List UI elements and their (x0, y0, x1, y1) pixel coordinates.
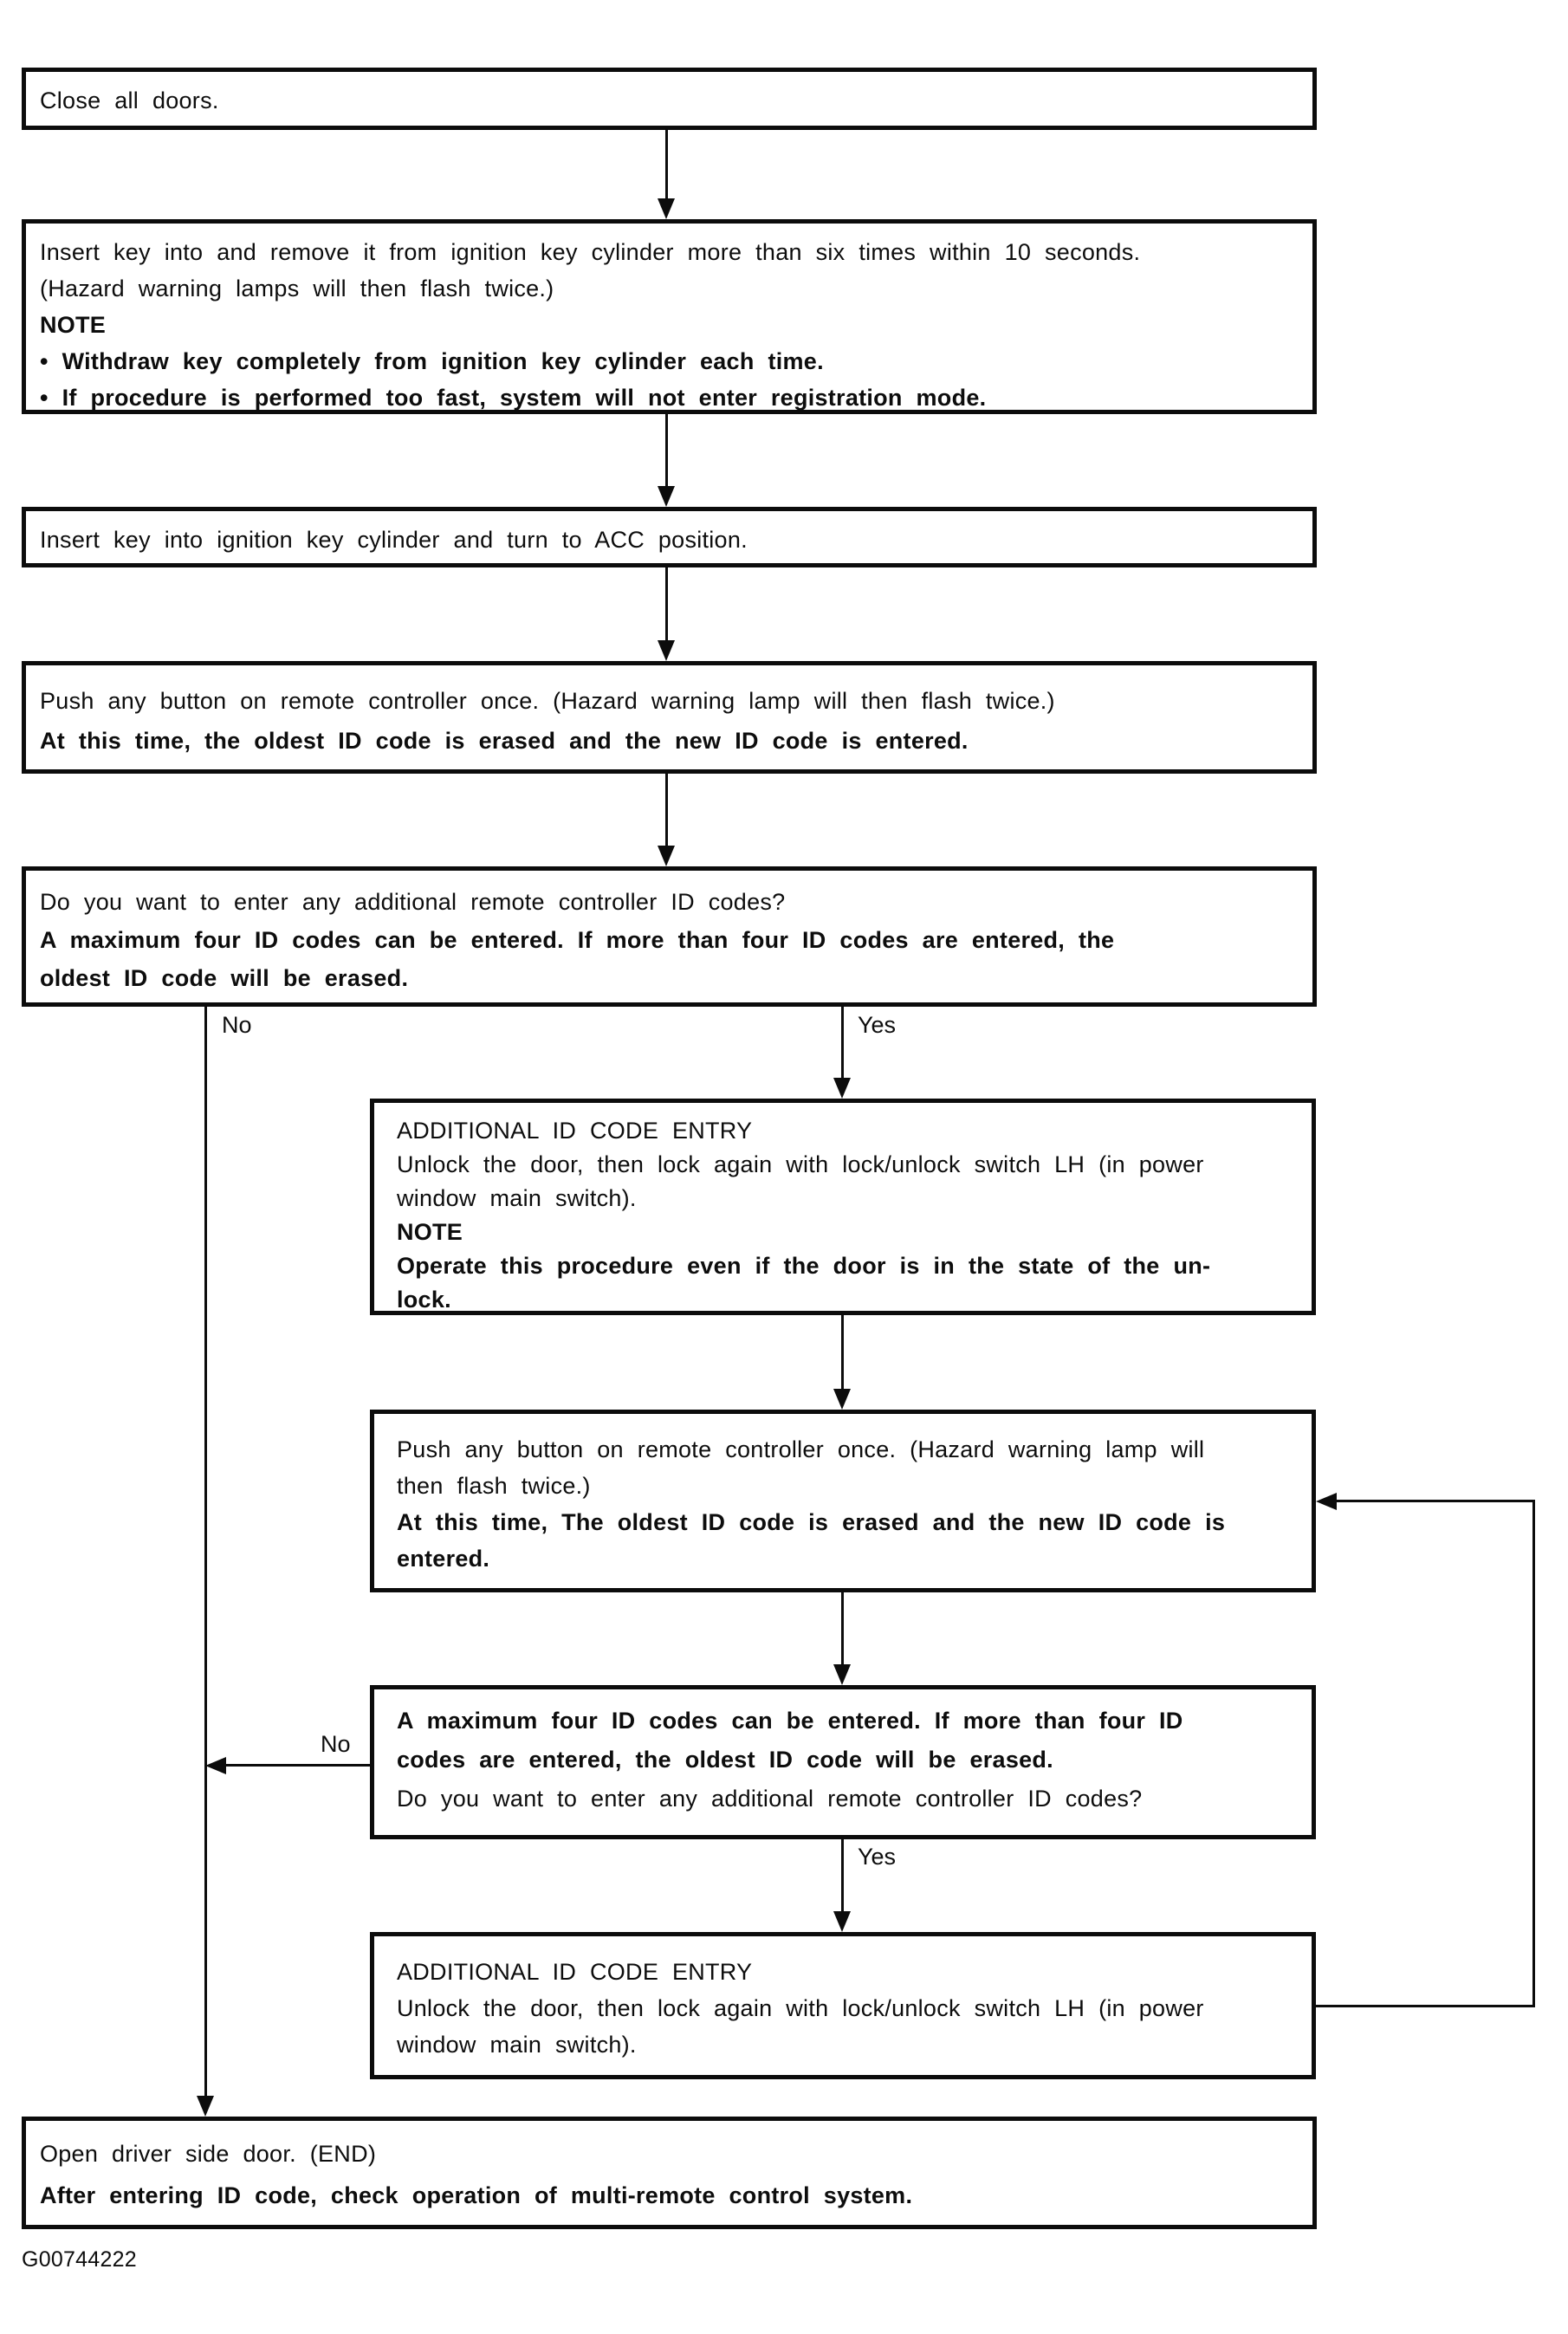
yes-branch-line (841, 1007, 844, 1079)
decision-additional-codes-loop: A maximum four ID codes can be entered. … (370, 1685, 1316, 1839)
arrow-down-icon (833, 1078, 851, 1099)
decision-question: Do you want to enter any additional remo… (40, 889, 786, 915)
step-text: Unlock the door, then lock again with lo… (397, 1995, 1204, 2021)
decision-additional-codes: Do you want to enter any additional remo… (22, 866, 1317, 1007)
arrow-left-icon (205, 1757, 226, 1774)
step-text: Open driver side door. (END) (40, 2141, 377, 2167)
branch-label-no: No (218, 1012, 256, 1039)
arrow-down-icon (197, 2096, 214, 2117)
step-text: Close all doors. (40, 88, 219, 113)
feedback-line-vertical (1532, 1500, 1535, 2007)
step-text: Push any button on remote controller onc… (40, 688, 1055, 714)
step-open-door-end: Open driver side door. (END) After enter… (22, 2117, 1317, 2229)
note-bullet: • If procedure is performed too fast, sy… (40, 385, 987, 411)
note-label: NOTE (397, 1219, 463, 1245)
step-close-doors: Close all doors. (22, 68, 1317, 130)
step-text-bold: At this time, the oldest ID code is eras… (40, 728, 969, 754)
arrow-down-icon (658, 198, 675, 219)
branch-label-yes: Yes (854, 1012, 900, 1039)
decision-note: A maximum four ID codes can be entered. … (397, 1708, 1183, 1734)
figure-code: G00744222 (22, 2247, 137, 2272)
connector-line (665, 774, 668, 847)
arrow-down-icon (658, 486, 675, 507)
arrow-down-icon (658, 640, 675, 661)
branch-label-no-loop: No (317, 1731, 354, 1758)
step-text: window main switch). (397, 2032, 637, 2058)
arrow-down-icon (833, 1664, 851, 1685)
no-branch-line (204, 1007, 207, 2097)
step-text-bold: At this time, The oldest ID code is eras… (397, 1509, 1226, 1535)
step-additional-id-entry-1: ADDITIONAL ID CODE ENTRY Unlock the door… (370, 1099, 1316, 1315)
note-bullet: • Withdraw key completely from ignition … (40, 348, 824, 374)
connector-line (841, 1592, 844, 1666)
decision-question: Do you want to enter any additional remo… (397, 1786, 1143, 1812)
step-text: then flash twice.) (397, 1473, 591, 1499)
step-text: Insert key into ignition key cylinder an… (40, 527, 748, 553)
no-branch-line-loop (221, 1764, 370, 1767)
step-text: (Hazard warning lamps will then flash tw… (40, 276, 554, 301)
connector-line (665, 567, 668, 642)
branch-label-yes-loop: Yes (854, 1844, 900, 1870)
arrow-down-icon (833, 1911, 851, 1932)
step-text: window main switch). (397, 1185, 637, 1211)
step-text: Push any button on remote controller onc… (397, 1436, 1205, 1462)
arrow-down-icon (833, 1389, 851, 1410)
connector-line (665, 414, 668, 486)
step-text: Unlock the door, then lock again with lo… (397, 1151, 1204, 1177)
step-turn-acc: Insert key into ignition key cylinder an… (22, 507, 1317, 567)
decision-note: codes are entered, the oldest ID code wi… (397, 1747, 1053, 1773)
step-title: ADDITIONAL ID CODE ENTRY (397, 1959, 753, 1985)
decision-note: A maximum four ID codes can be entered. … (40, 927, 1115, 953)
note-label: NOTE (40, 312, 107, 338)
step-insert-remove-key: Insert key into and remove it from ignit… (22, 219, 1317, 414)
yes-branch-line-loop (841, 1839, 844, 1913)
decision-note: oldest ID code will be erased. (40, 965, 409, 991)
step-push-button-loop: Push any button on remote controller onc… (370, 1410, 1316, 1592)
arrow-left-icon (1316, 1493, 1337, 1510)
feedback-line-bottom (1316, 2005, 1535, 2007)
arrow-down-icon (658, 846, 675, 866)
step-text-bold: After entering ID code, check operation … (40, 2182, 913, 2208)
step-push-button-first: Push any button on remote controller onc… (22, 661, 1317, 774)
connector-line (665, 130, 668, 202)
step-text: Insert key into and remove it from ignit… (40, 239, 1141, 265)
step-title: ADDITIONAL ID CODE ENTRY (397, 1118, 753, 1144)
connector-line (841, 1315, 844, 1391)
step-additional-id-entry-2: ADDITIONAL ID CODE ENTRY Unlock the door… (370, 1932, 1316, 2079)
step-text-bold: entered. (397, 1546, 490, 1572)
feedback-line-top (1335, 1500, 1535, 1502)
note-text: Operate this procedure even if the door … (397, 1253, 1211, 1279)
note-text: lock. (397, 1287, 451, 1313)
